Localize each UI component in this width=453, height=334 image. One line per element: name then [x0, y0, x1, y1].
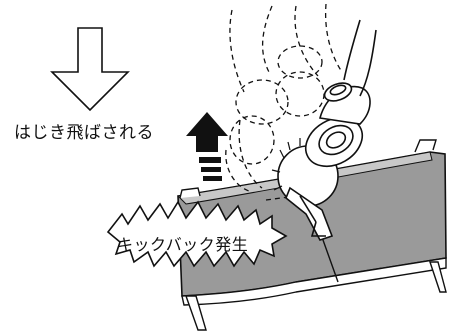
- kickback-label: キックバック発生: [117, 235, 249, 254]
- up-motion-arrow-icon: [186, 112, 228, 181]
- circular-saw: [271, 19, 377, 241]
- kicked-away-label: はじき飛ばされる: [14, 123, 154, 143]
- kickback-burst: [106, 200, 288, 268]
- down-arrow-icon: [50, 27, 130, 112]
